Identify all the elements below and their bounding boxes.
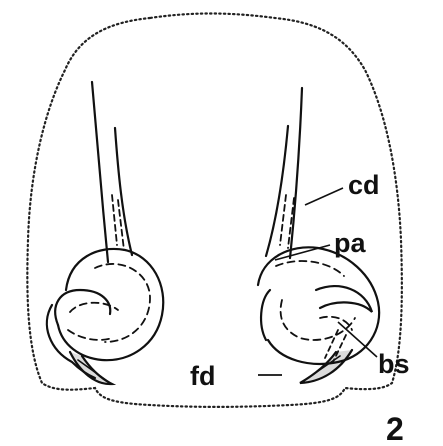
figure-number: 2 <box>386 411 404 446</box>
right-duct-outer <box>290 88 302 258</box>
cd-leader <box>305 188 343 205</box>
label-fd: fd <box>190 361 215 391</box>
left-receptacle <box>58 249 163 360</box>
left-duct-outer <box>92 82 108 262</box>
left-duct-inner <box>115 128 132 255</box>
label-bs: bs <box>378 349 410 379</box>
label-cd: cd <box>348 170 380 200</box>
left-spermatheca <box>47 82 163 384</box>
label-pa: pa <box>334 228 366 258</box>
plate-outline <box>27 14 402 407</box>
right-duct-inner <box>266 126 288 256</box>
